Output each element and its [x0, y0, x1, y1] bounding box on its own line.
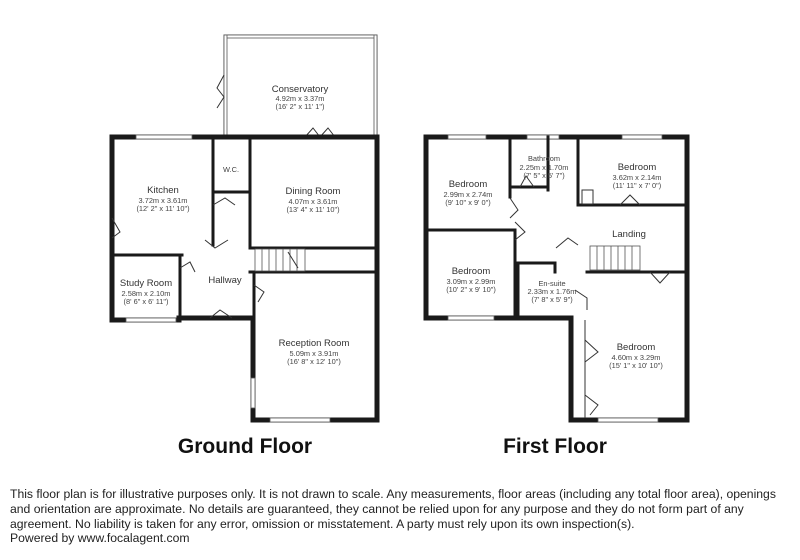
- kitchen-imperial: (12' 2" x 11' 10"): [136, 204, 189, 213]
- bedroom-nw-imperial: (9' 10" x 9' 0"): [445, 198, 490, 207]
- study-room-metric: 2.58m x 2.10m: [122, 289, 171, 298]
- bedroom-sw-label: Bedroom: [452, 266, 491, 277]
- study-room-imperial: (8' 6" x 6' 11"): [124, 297, 169, 306]
- ensuite-label: En-suite: [538, 279, 565, 288]
- dining-room-label: Dining Room: [286, 186, 341, 197]
- bedroom-ne-window: [621, 134, 663, 140]
- bathroom-imperial: (7' 5" x 5' 7"): [523, 171, 564, 180]
- kitchen-metric: 3.72m x 3.61m: [139, 196, 188, 205]
- bedroom-sw-imperial: (10' 2" x 9' 10"): [446, 285, 496, 294]
- landing-cupboard-door: [555, 237, 579, 249]
- ground-floor-title: Ground Floor: [178, 435, 312, 458]
- bathroom-door: [519, 175, 535, 188]
- reception-room-metric: 5.09m x 3.91m: [290, 349, 339, 358]
- kitchen-window: [135, 134, 193, 140]
- conservatory-imperial: (16' 2" x 11' 1"): [275, 102, 324, 111]
- bedroom-nw-door: [509, 197, 519, 219]
- bedroom-sw-metric: 3.09m x 2.99m: [447, 277, 496, 286]
- bedroom-ne-metric: 3.62m x 2.14m: [613, 173, 662, 182]
- first-staircase: [589, 245, 641, 271]
- kitchen-label: Kitchen: [147, 185, 179, 196]
- bedroom-sw-door: [514, 221, 526, 241]
- bedroom-sw-window: [447, 315, 495, 321]
- reception-side-window: [250, 377, 256, 409]
- wardrobe-door-2: [584, 394, 599, 416]
- first-internal-walls: [424, 135, 689, 320]
- conservatory-label: Conservatory: [272, 84, 329, 95]
- study-window: [125, 317, 177, 323]
- ground-floor-plan: Conservatory 4.92m x 3.37m (16' 2" x 11'…: [109, 34, 380, 458]
- ground-staircase: [254, 248, 306, 272]
- bathroom-window: [526, 134, 560, 140]
- first-outer-wall: [423, 134, 690, 423]
- hallway-door: [204, 239, 229, 249]
- floor-plan-drawing: Conservatory 4.92m x 3.37m (16' 2" x 11'…: [109, 34, 690, 458]
- bedroom-ne-imperial: (11' 11" x 7' 0"): [613, 181, 661, 190]
- ground-internal-walls: [110, 135, 379, 320]
- wc-label: W.C.: [223, 165, 239, 174]
- bedroom-nw-window: [447, 134, 487, 140]
- bedroom-se-door: [649, 271, 671, 284]
- first-floor-title: First Floor: [503, 435, 607, 458]
- ensuite-metric: 2.33m x 1.76m: [528, 287, 577, 296]
- bedroom-ne-label: Bedroom: [618, 162, 657, 173]
- bedroom-se-metric: 4.60m x 3.29m: [612, 353, 661, 362]
- bedroom-nw-metric: 2.99m x 2.74m: [444, 190, 493, 199]
- ensuite-door: [574, 289, 588, 310]
- disclaimer-text: This floor plan is for illustrative purp…: [10, 487, 776, 532]
- cupboard: [581, 189, 594, 205]
- kitchen-door: [111, 217, 121, 239]
- powered-by-text: Powered by www.focalagent.com: [10, 531, 190, 545]
- bedroom-nw-label: Bedroom: [449, 179, 488, 190]
- bedroom-se-window: [597, 417, 659, 423]
- study-door: [179, 261, 196, 273]
- wc-door: [212, 197, 236, 206]
- hallway-label: Hallway: [208, 275, 242, 286]
- reception-window: [269, 417, 331, 423]
- front-door: [209, 309, 233, 319]
- study-room-label: Study Room: [120, 278, 172, 289]
- first-floor-plan: Bedroom 2.99m x 2.74m (9' 10" x 9' 0") B…: [423, 134, 690, 458]
- reception-room-label: Reception Room: [279, 338, 350, 349]
- reception-room-imperial: (16' 8" x 12' 10"): [287, 357, 341, 366]
- bedroom-se-label: Bedroom: [617, 342, 656, 353]
- wardrobe-door-1: [584, 339, 599, 363]
- landing-label: Landing: [612, 229, 646, 240]
- dining-room-metric: 4.07m x 3.61m: [289, 197, 338, 206]
- ensuite-imperial: (7' 8" x 5' 9"): [531, 295, 572, 304]
- reception-door: [253, 284, 265, 303]
- bathroom-label: Bathroom: [528, 154, 560, 163]
- conservatory-metric: 4.92m x 3.37m: [276, 94, 325, 103]
- dining-room-imperial: (13' 4" x 11' 10"): [286, 205, 339, 214]
- bathroom-metric: 2.25m x 1.70m: [520, 163, 569, 172]
- bedroom-ne-door: [619, 194, 641, 206]
- bedroom-se-imperial: (15' 1" x 10' 10"): [609, 361, 663, 370]
